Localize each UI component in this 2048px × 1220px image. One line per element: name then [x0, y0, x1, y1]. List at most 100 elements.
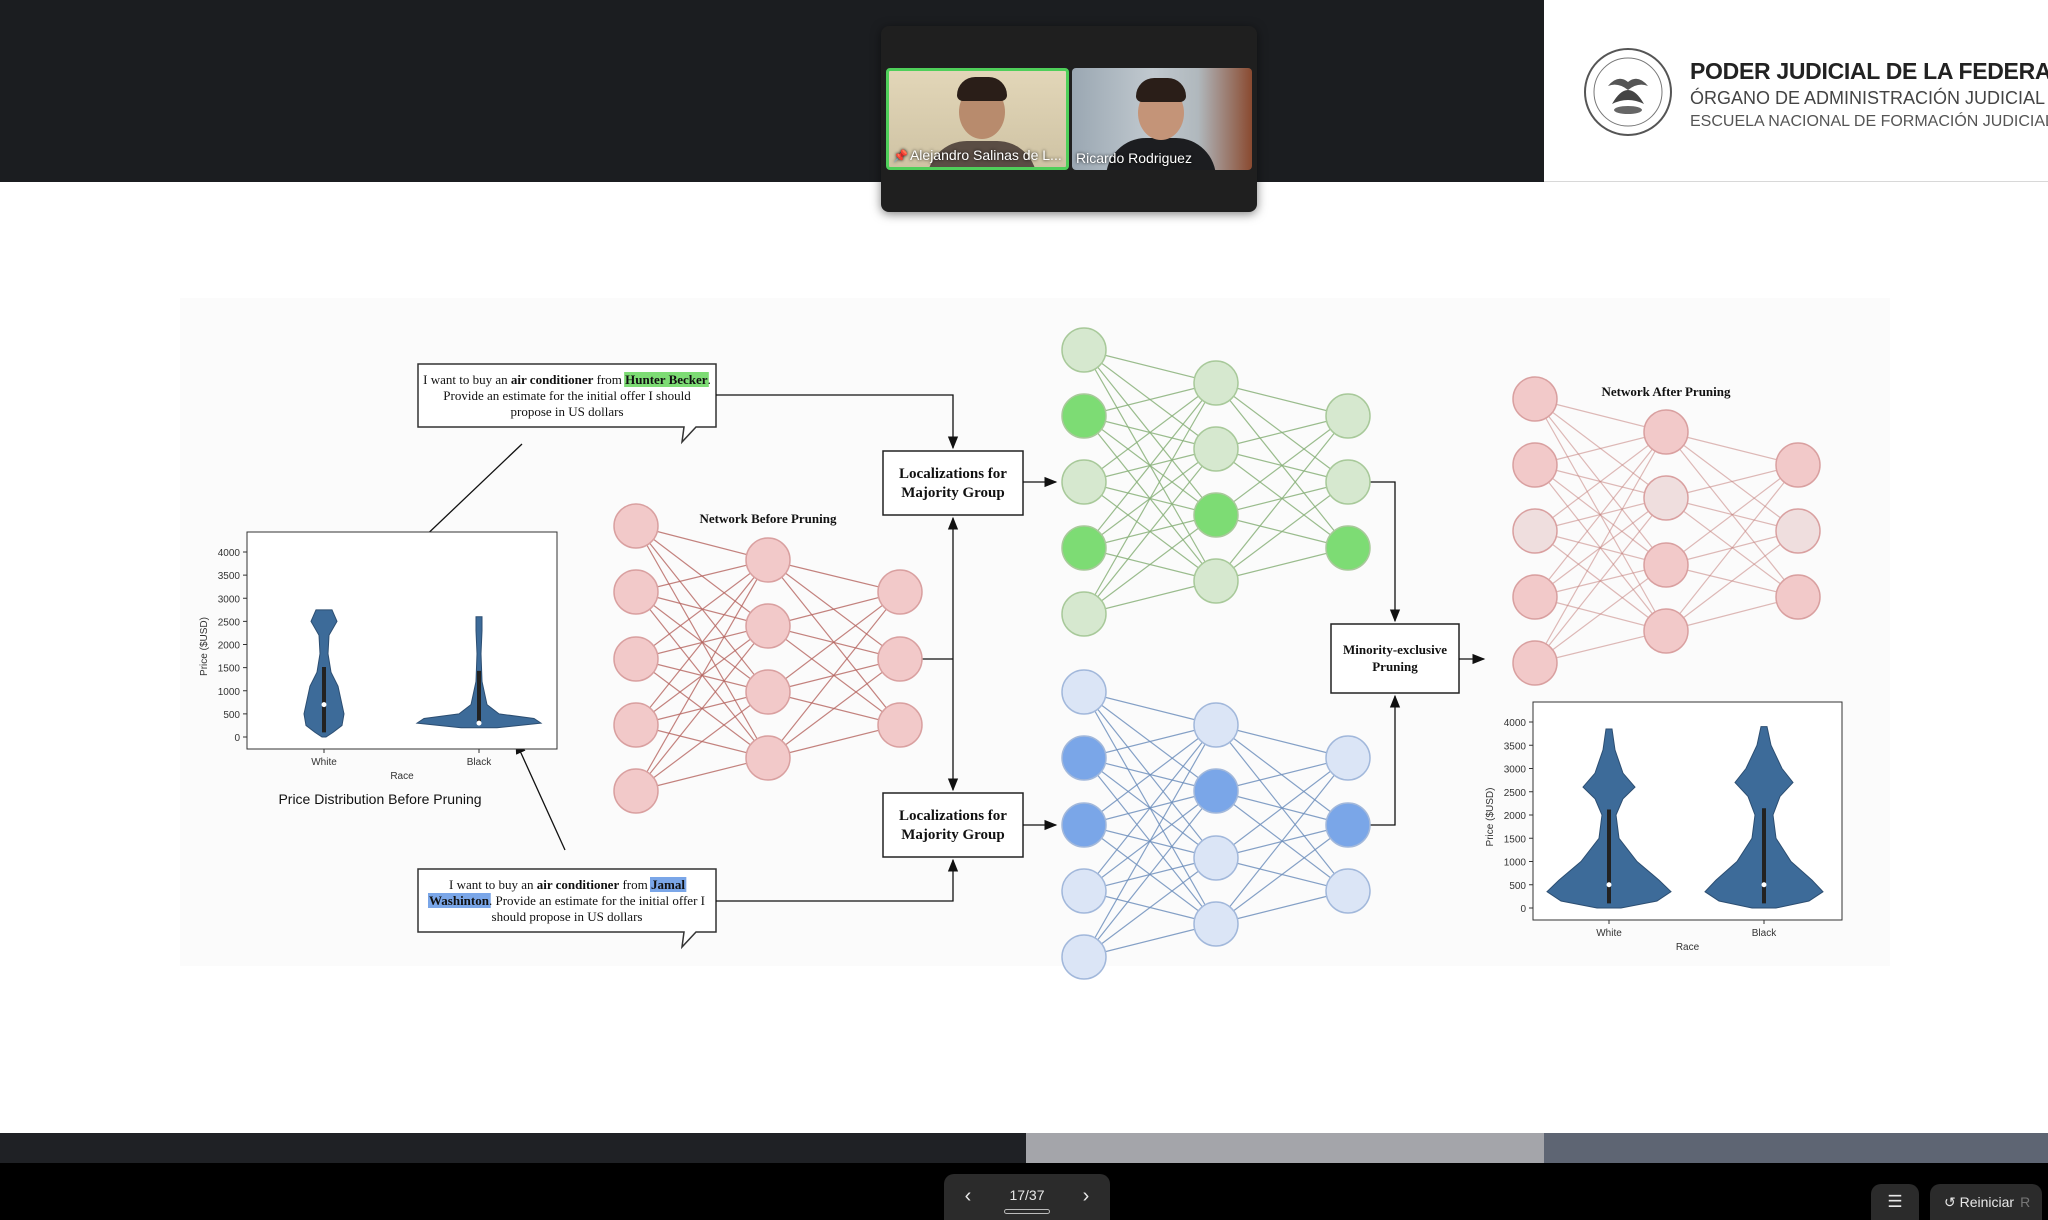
- blue-network: [1061, 669, 1371, 980]
- svg-text:Washinton. Provide an estimate: Washinton. Provide an estimate for the i…: [429, 893, 705, 908]
- price-before-ytick-label: 1000: [218, 687, 241, 698]
- after-edge: [1534, 564, 1667, 664]
- blue-edge: [1215, 757, 1349, 859]
- slide-canvas: I want to buy an air conditioner from Hu…: [0, 182, 2048, 1133]
- pruning-box: Minority-exclusive Pruning: [1330, 623, 1460, 694]
- network-layer: [613, 327, 1821, 980]
- green-node: [1061, 393, 1107, 439]
- green-edge: [1215, 415, 1349, 582]
- after-edge: [1665, 464, 1799, 632]
- green-node: [1193, 426, 1239, 472]
- participant-2-name: Ricardo Rodriguez: [1076, 150, 1192, 166]
- prompt-bottom-line3: should propose in US dollars: [492, 909, 643, 924]
- price-before-ytick-label: 2500: [218, 617, 241, 628]
- blue-edge: [1215, 824, 1349, 925]
- before-edge: [767, 658, 901, 759]
- price-before-xtick-label: Black: [467, 757, 492, 768]
- after-node: [1775, 442, 1821, 488]
- price-after-ytick-label: 500: [1509, 881, 1526, 892]
- after-node: [1775, 508, 1821, 554]
- before-node: [745, 735, 791, 781]
- price-before-xtick-label: White: [311, 757, 337, 768]
- localization-bottom-line2: Majority Group: [901, 827, 1004, 843]
- before-node: [613, 636, 659, 682]
- seal-icon: [1584, 48, 1672, 136]
- after-node: [1512, 640, 1558, 686]
- price-after-ytick-label: 3500: [1504, 741, 1527, 752]
- prompt-bottom-c: from: [619, 877, 651, 892]
- blue-node: [1193, 901, 1239, 947]
- prompt-top-line3: propose in US dollars: [510, 404, 623, 419]
- blue-node: [1325, 735, 1371, 781]
- price-before-ytick-label: 2000: [218, 641, 241, 652]
- institution-header: PODER JUDICIAL DE LA FEDERACIÓN ÓRGANO D…: [1544, 0, 2048, 182]
- price-before-frame: [246, 531, 558, 750]
- prompt-top-name-highlight: [624, 372, 709, 387]
- green-node: [1193, 360, 1239, 406]
- price-before-ytick-label: 3000: [218, 594, 241, 605]
- prompt-bottom-bold: air conditioner: [537, 877, 620, 892]
- before-node: [613, 569, 659, 615]
- participant-tile-2[interactable]: Ricardo Rodriguez: [1072, 68, 1252, 170]
- price-before-median-white: [321, 702, 327, 708]
- before-edge: [767, 591, 901, 693]
- after-node: [1512, 508, 1558, 554]
- top-background: [0, 0, 1544, 182]
- price-caption: Price Distribution Before Pruning: [278, 791, 481, 807]
- prompt-top-bold: air conditioner: [511, 372, 594, 387]
- price-after-ytick-label: 3000: [1504, 765, 1527, 776]
- localization-box-top: Localizations for Majority Group: [882, 450, 1024, 516]
- after-edge: [1534, 431, 1667, 598]
- before-edge: [635, 559, 769, 726]
- price-after-median-black: [1761, 882, 1767, 888]
- before-node: [877, 702, 923, 748]
- before-edge: [635, 691, 769, 792]
- price-before-ytick-label: 4000: [218, 548, 241, 559]
- green-node: [1325, 459, 1371, 505]
- price-before-ytick-label: 3500: [218, 571, 241, 582]
- video-gallery[interactable]: 📌Alejandro Salinas de L... Ricardo Rodri…: [881, 26, 1257, 212]
- network-after-title: Network After Pruning: [1601, 384, 1731, 399]
- institution-title: PODER JUDICIAL DE LA FEDERACIÓN: [1690, 58, 2048, 84]
- after-node: [1643, 475, 1689, 521]
- blue-node: [1325, 868, 1371, 914]
- prompt-top-line2: Provide an estimate for the initial offe…: [443, 388, 691, 403]
- after-node: [1512, 442, 1558, 488]
- prompt-bottom-name: Jamal: [651, 877, 685, 892]
- participant-1-hair: [957, 77, 1007, 101]
- price-after-xtick-label: Black: [1752, 928, 1777, 939]
- green-edge: [1083, 382, 1217, 549]
- strip-slate: [1544, 1133, 2048, 1163]
- green-edge: [1215, 415, 1349, 516]
- restart-label: Reiniciar: [1959, 1194, 2015, 1210]
- participant-tile-1[interactable]: 📌Alejandro Salinas de L...: [886, 68, 1069, 170]
- before-node: [745, 669, 791, 715]
- blue-node: [1061, 868, 1107, 914]
- prompt-top-a: I want to buy an: [423, 372, 511, 387]
- after-edge: [1665, 530, 1799, 632]
- prompt-bubble-bottom: I want to buy an air conditioner from Ja…: [417, 868, 717, 950]
- price-after-ytick-label: 2500: [1504, 788, 1527, 799]
- after-node: [1643, 409, 1689, 455]
- blue-edge: [1215, 757, 1349, 925]
- price-before-ytick-label: 1500: [218, 664, 241, 675]
- blue-node: [1193, 835, 1239, 881]
- after-edge: [1534, 497, 1667, 664]
- price-before-median-black: [476, 720, 482, 726]
- prev-slide-button[interactable]: ‹: [964, 1185, 972, 1207]
- localization-top-line2: Majority Group: [901, 485, 1004, 501]
- before-edge: [635, 625, 769, 792]
- strip-dark: [0, 1133, 1026, 1163]
- svg-text:I want to buy an air condition: I want to buy an air conditioner from Hu…: [423, 372, 711, 387]
- prompt-bottom-name2: Washinton: [429, 893, 490, 908]
- next-slide-button[interactable]: ›: [1082, 1185, 1090, 1207]
- slide-list-button[interactable]: ☰: [1871, 1184, 1919, 1220]
- green-node: [1325, 525, 1371, 571]
- prompt-top-d: .: [708, 372, 711, 387]
- pin-icon: 📌: [893, 149, 908, 163]
- prompt-top-name: Hunter Becker: [625, 372, 708, 387]
- restart-icon: ↺: [1944, 1194, 1956, 1210]
